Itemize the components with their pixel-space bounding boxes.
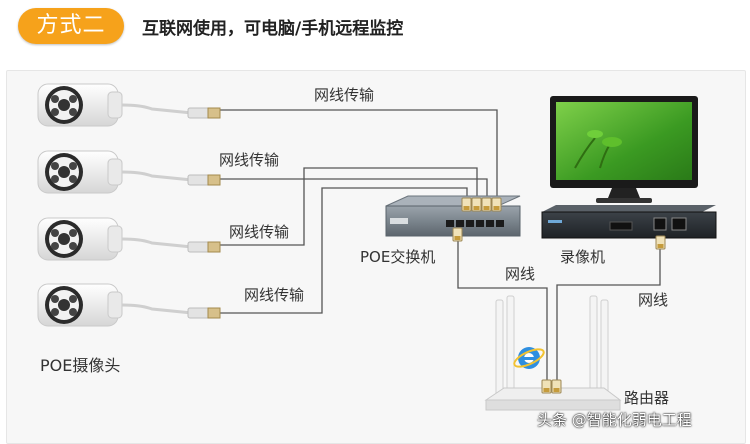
camera-4-icon [36,282,222,328]
label-nvr: 录像机 [560,248,605,266]
page-title: 互联网使用，可电脑/手机远程监控 [142,19,404,39]
label-cable-2: 网线传输 [219,151,279,169]
label-cable-4: 网线传输 [244,286,304,304]
label-router: 路由器 [624,389,669,407]
camera-1-icon [36,82,222,128]
method-badge: 方式二 [18,8,124,44]
camera-2-icon [36,149,222,195]
camera-3-icon [36,216,222,262]
label-cameras: POE摄像头 [40,356,120,375]
ie-icon [513,347,545,369]
label-cable-nvr-router: 网线 [638,291,668,309]
router-icon [484,295,622,411]
nvr-icon [541,205,717,250]
header: 方式二 互联网使用，可电脑/手机远程监控 [0,0,750,58]
monitor-icon [550,96,698,203]
label-cable-1: 网线传输 [314,86,374,104]
label-switch: POE交换机 [360,248,435,266]
switch-icon [385,195,521,242]
watermark: 头条 @智能化弱电工程 [537,411,692,429]
label-cable-switch-router: 网线 [505,265,535,283]
label-cable-3: 网线传输 [229,223,289,241]
